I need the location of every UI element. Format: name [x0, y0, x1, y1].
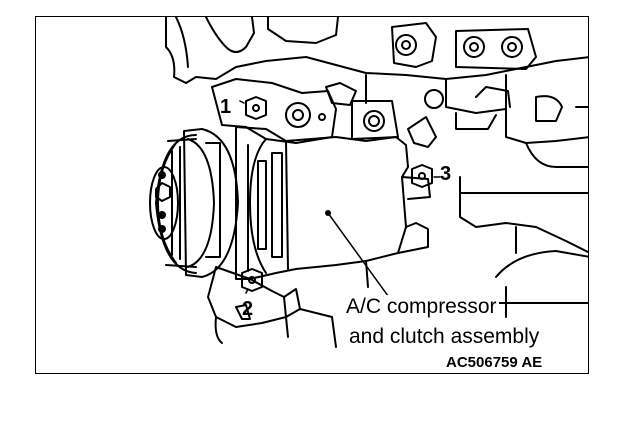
component-label-line2: and clutch assembly	[347, 325, 542, 348]
callout-2: 2	[242, 298, 254, 320]
engine-compressor-drawing	[149, 17, 588, 348]
diagram-frame: 1 2 3 A/C compressor and clutch assembly…	[35, 16, 589, 374]
callout-1: 1	[220, 96, 232, 118]
callout-3: 3	[440, 163, 452, 185]
clutch-pulley	[149, 128, 239, 278]
leader-dot	[325, 210, 331, 216]
leader-lines	[239, 100, 441, 308]
figure-id: AC506759 AE	[446, 354, 543, 371]
compressor-body	[235, 126, 431, 288]
upper-mount	[211, 78, 399, 144]
bolt-3	[411, 164, 433, 188]
engine-block-outline	[165, 17, 588, 318]
upper-bracket-bosses	[325, 22, 537, 109]
bolt-1	[245, 96, 267, 120]
component-label-line1: A/C compressor	[344, 295, 499, 318]
lower-bracket	[207, 266, 337, 348]
bolt-2	[241, 268, 263, 292]
